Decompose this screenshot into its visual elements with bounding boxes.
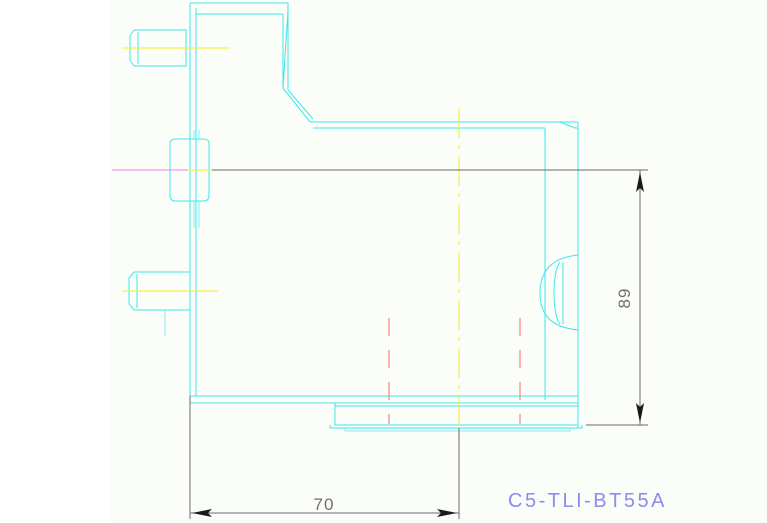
- middle-left-boss-stem-lower: [193, 201, 200, 228]
- top-column-outer: [190, 2, 311, 123]
- chamfer-upper: [282, 87, 311, 123]
- horizontal-dim-arrow-right: [437, 509, 457, 517]
- hidden-line-group: [388, 318, 521, 424]
- vertical-dim-arrow-bottom: [636, 403, 644, 423]
- centerline-group: [112, 47, 460, 437]
- horizontal-dim-arrow-left: [192, 509, 212, 517]
- middle-left-boss: [169, 138, 210, 202]
- middle-left-boss-stem-upper: [193, 130, 200, 139]
- base-plate-outer: [329, 425, 583, 429]
- vertical-dim-value: 89: [615, 288, 634, 309]
- part-number-label: C5-TLI-BT55A: [508, 490, 667, 512]
- part-outline-group: [128, 2, 583, 432]
- dimension-group: 89 70: [189, 169, 648, 519]
- chamfer-lower: [287, 89, 314, 120]
- right-semicircular-bulge-outer: [539, 254, 579, 331]
- upper-left-boss: [129, 29, 187, 67]
- bottom-flange: [334, 403, 579, 426]
- drawing-canvas-background: [110, 0, 767, 523]
- body-top-right-corner: [559, 121, 578, 129]
- right-semicircular-bulge-inner: [553, 261, 561, 325]
- horizontal-dim-value: 70: [314, 495, 335, 514]
- vertical-dim-arrow-top: [636, 172, 644, 192]
